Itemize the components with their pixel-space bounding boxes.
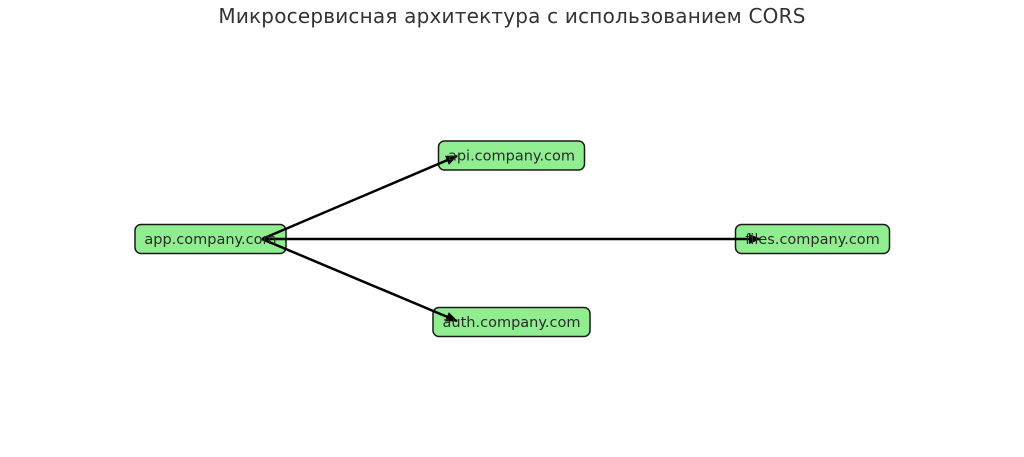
node-auth-box xyxy=(432,306,591,338)
node-api xyxy=(437,140,586,171)
node-auth xyxy=(432,306,591,338)
edge-app-to-auth xyxy=(261,237,458,323)
edge-app-to-api xyxy=(261,154,458,241)
diagram-title: Микросервисная архитектура с использован… xyxy=(218,4,806,28)
node-auth-label: auth.company.com xyxy=(443,315,581,331)
node-app-label: app.company.com xyxy=(144,232,276,248)
node-files-label: files.company.com xyxy=(745,232,880,248)
node-api-box xyxy=(437,140,586,171)
node-api-label: api.company.com xyxy=(448,149,575,165)
